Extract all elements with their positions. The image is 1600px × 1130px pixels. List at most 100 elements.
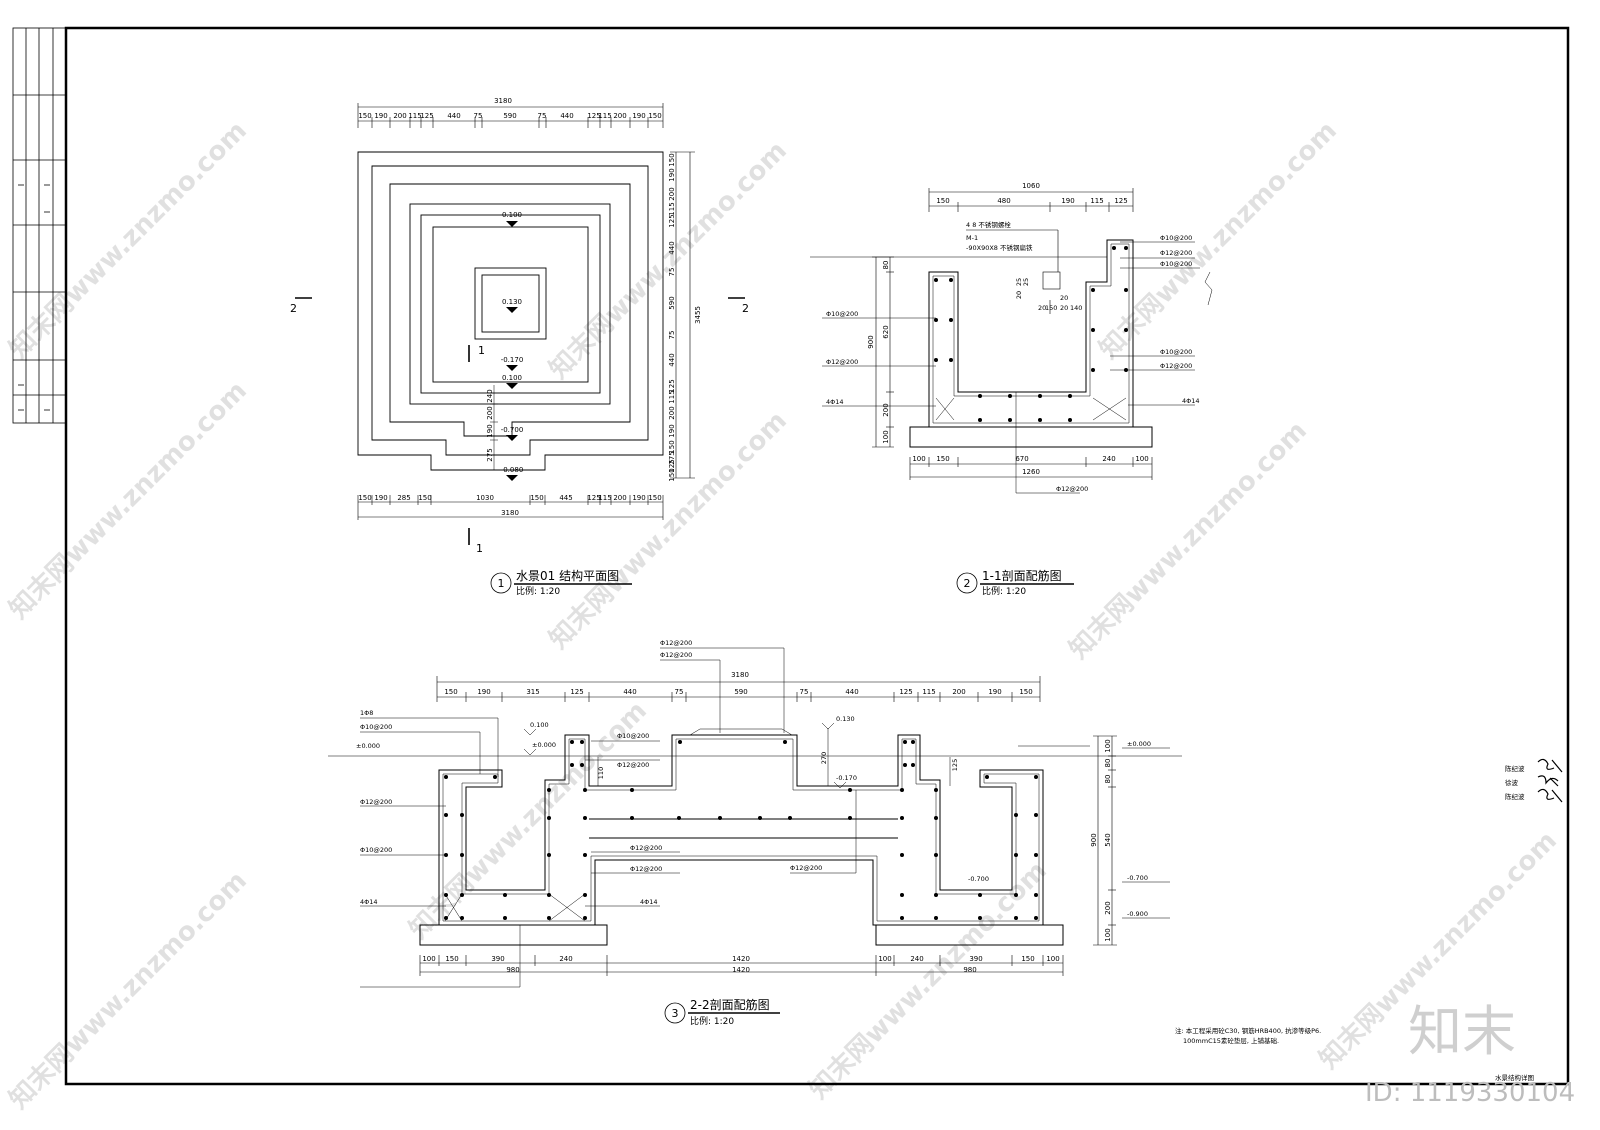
dim-text: 980 xyxy=(963,966,976,974)
dim-text: 3180 xyxy=(731,671,749,679)
level-text: ±0.000 xyxy=(532,741,556,749)
rebar-label: 4Φ14 xyxy=(826,398,844,406)
dim-text: 100 xyxy=(912,455,925,463)
drawing-title: 2-2剖面配筋图 xyxy=(690,997,770,1012)
rebar-label: Φ12@200 xyxy=(660,651,692,659)
dim-text: 200 xyxy=(393,112,406,120)
dim-text: 190 xyxy=(668,424,676,437)
dim-text: 125 xyxy=(668,214,676,227)
dim-text: 590 xyxy=(734,688,747,696)
dim-text: 125 xyxy=(899,688,912,696)
drawing-scale: 比例: 1:20 xyxy=(982,585,1026,597)
note-text: -90X90X8 不锈钢扁铁 xyxy=(966,243,1033,252)
dim-text: 125 xyxy=(420,112,433,120)
dim-text: 100 xyxy=(882,430,890,443)
plan-top-dims: 150 190 200 115 125 440 75 590 75 440 12… xyxy=(358,112,661,120)
dim-text: 440 xyxy=(623,688,636,696)
rebar-label: Φ12@200 xyxy=(1160,249,1192,257)
dim-text: 440 xyxy=(447,112,460,120)
rebar-label: Φ12@200 xyxy=(617,761,649,769)
dim-text: 150 xyxy=(444,688,457,696)
plan-bottom-dims: 150 190 285 150 1030 150 445 125 115 200… xyxy=(358,494,661,502)
dim-text: 125 xyxy=(668,379,676,392)
dim-text: 670 xyxy=(1015,455,1028,463)
level-text: -0.900 xyxy=(1127,910,1148,918)
dim-text: 20 xyxy=(1015,291,1023,299)
rebar-label: Φ10@200 xyxy=(360,723,392,731)
dim-text: 440 xyxy=(668,241,676,254)
dim-text: 240 xyxy=(559,955,572,963)
plan-drawing: 3180 150 190 200 115 125 440 75 590 75 4… xyxy=(290,97,749,597)
dim-text: 125 xyxy=(587,112,600,120)
dim-text: 115 xyxy=(598,494,611,502)
dim-text: 75 xyxy=(474,112,483,120)
rebar-label: Φ12@200 xyxy=(1056,485,1088,493)
rebar-label: Φ10@200 xyxy=(360,846,392,854)
dim-text: 390 xyxy=(969,955,982,963)
rebar-label: Φ12@200 xyxy=(1160,362,1192,370)
section-2-2-drawing: 3180 150 190 315 125 440 75 590 75 440 1… xyxy=(328,639,1182,1027)
dim-text: 150 xyxy=(648,112,661,120)
dim-text: 1420 xyxy=(732,955,750,963)
rebar-label: 1Φ8 xyxy=(360,709,373,717)
note-text: 4 8 不锈钢螺栓 xyxy=(966,220,1011,229)
level-text: -0.080 xyxy=(501,466,524,474)
dim-text: 200 xyxy=(613,112,626,120)
drawing-scale: 比例: 1:20 xyxy=(690,1015,734,1027)
plan-right-dims: 150 190 200 115 125 440 75 590 75 440 12… xyxy=(668,153,676,481)
dim-text: 3455 xyxy=(694,306,702,324)
dim-text: 240 xyxy=(1102,455,1115,463)
dim-text: 390 xyxy=(491,955,504,963)
section-mark: 2 xyxy=(742,302,749,315)
dim-text: 150 xyxy=(418,494,431,502)
dim-text: 1260 xyxy=(1022,468,1040,476)
dim-text: 200 xyxy=(668,187,676,200)
dim-text: 75 xyxy=(668,331,676,340)
level-text: 0.100 xyxy=(502,211,522,219)
dim-text: 150 xyxy=(445,955,458,963)
dim-text: 80 xyxy=(882,261,890,270)
drawing-number: 1 xyxy=(498,577,505,590)
dim-text: 620 xyxy=(882,325,890,338)
dim-text: 100 xyxy=(422,955,435,963)
dim-text: 100 xyxy=(878,955,891,963)
dim-text: 150 xyxy=(936,455,949,463)
plan-levels: 0.100 0.130 -0.170 0.100 -0.700 -0.080 xyxy=(501,211,524,481)
dim-text: 115 xyxy=(668,390,676,403)
note-text: M-1 xyxy=(966,234,978,242)
level-text: -0.170 xyxy=(501,356,524,364)
dim-text: 75 xyxy=(800,688,809,696)
level-text: ±0.000 xyxy=(1127,740,1151,748)
rebar-label: Φ12@200 xyxy=(630,844,662,852)
dim-text: 125 xyxy=(668,459,676,472)
dim-text: 75 xyxy=(538,112,547,120)
rebar-label: Φ10@200 xyxy=(617,732,649,740)
dim-text: 440 xyxy=(668,353,676,366)
dim-text: 315 xyxy=(526,688,539,696)
dim-text: 190 xyxy=(668,168,676,181)
rebar-label: 4Φ14 xyxy=(640,898,658,906)
rebar-label: 4Φ14 xyxy=(1182,397,1200,405)
section-mark: 1 xyxy=(478,344,485,357)
dim-text: 590 xyxy=(503,112,516,120)
section22-bottom-dims: 100 150 390 240 1420 100 240 390 150 100… xyxy=(422,955,1059,974)
section-mark: 1 xyxy=(476,542,483,555)
dim-text: 125 xyxy=(951,759,959,771)
level-text: 0.130 xyxy=(502,298,522,306)
dim-text: 900 xyxy=(867,335,875,348)
dim-text: 125 xyxy=(1114,197,1127,205)
dim-text: 540 xyxy=(1104,833,1112,846)
dim-text: 150 xyxy=(1021,955,1034,963)
dim-text: 80 xyxy=(1104,759,1112,768)
dim-text: 115 xyxy=(1090,197,1103,205)
dim-text: 200 xyxy=(1104,901,1112,914)
dim-text: 1030 xyxy=(476,494,494,502)
rebar-dots xyxy=(444,740,1038,920)
level-text: -0.170 xyxy=(836,774,857,782)
dim-text: 190 xyxy=(374,112,387,120)
plan-outlines xyxy=(357,151,664,471)
rebar-label: Φ10@200 xyxy=(1160,234,1192,242)
dim-text: 110 xyxy=(597,767,605,779)
signature: 徐波 xyxy=(1505,778,1519,787)
section-mark: 2 xyxy=(290,302,297,315)
